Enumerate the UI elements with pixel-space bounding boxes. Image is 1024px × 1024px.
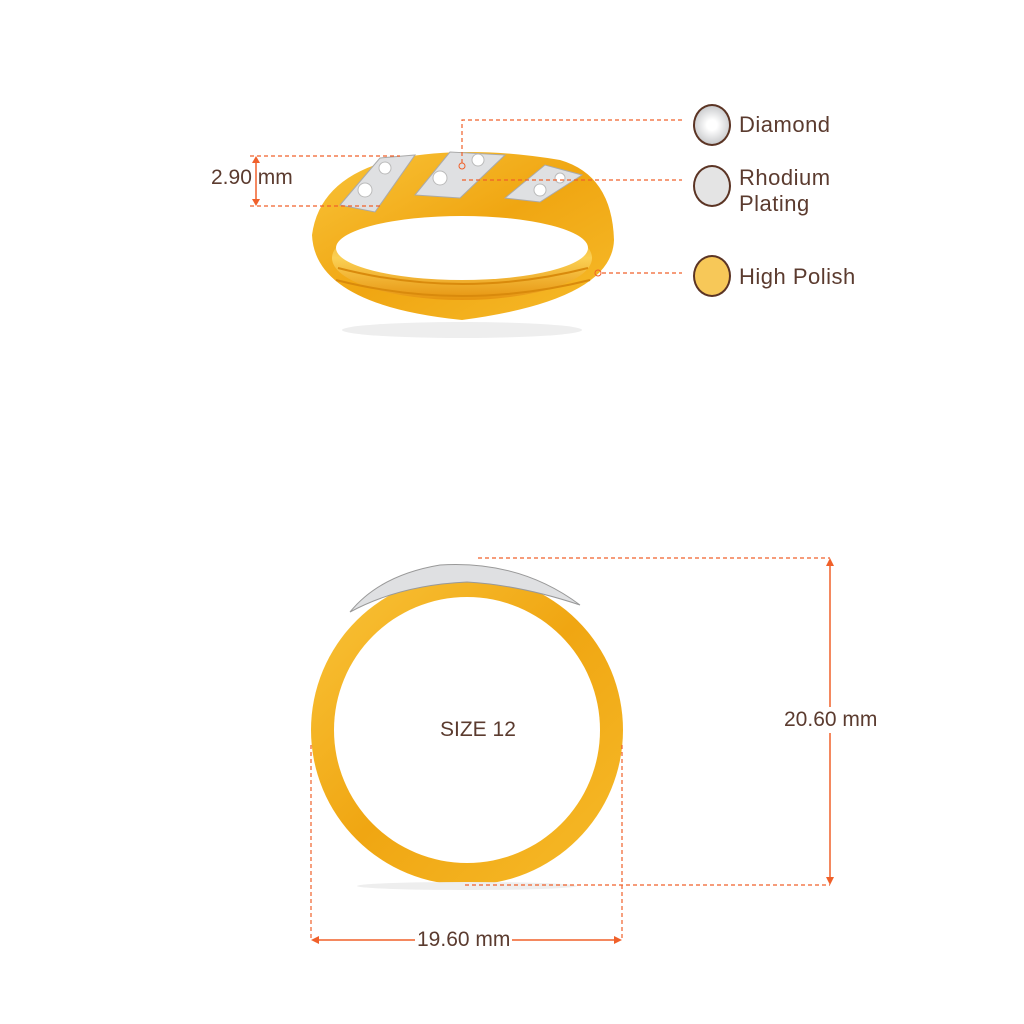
ring-size-label: SIZE 12 xyxy=(440,718,516,741)
legend-high-polish-label: High Polish xyxy=(739,264,856,289)
width-label: 19.60 mm xyxy=(415,927,513,953)
band-width-label: 2.90 mm xyxy=(211,166,293,189)
ring-front-view xyxy=(311,564,623,890)
rhodium-swatch-icon xyxy=(693,165,731,207)
legend-diamond-label: Diamond xyxy=(739,112,831,137)
callout-lines xyxy=(250,119,682,274)
legend-rhodium-line2: Plating xyxy=(739,191,810,216)
diamond-swatch-icon xyxy=(693,104,731,146)
diamond-cluster xyxy=(339,154,417,213)
high-polish-swatch-icon xyxy=(693,255,731,297)
height-label: 20.60 mm xyxy=(782,707,880,733)
ring-top-view xyxy=(312,151,614,338)
dimension-guides xyxy=(310,557,830,940)
legend-rhodium-line1: Rhodium xyxy=(739,165,831,190)
legend-rhodium-label: Rhodium Plating xyxy=(739,165,831,217)
